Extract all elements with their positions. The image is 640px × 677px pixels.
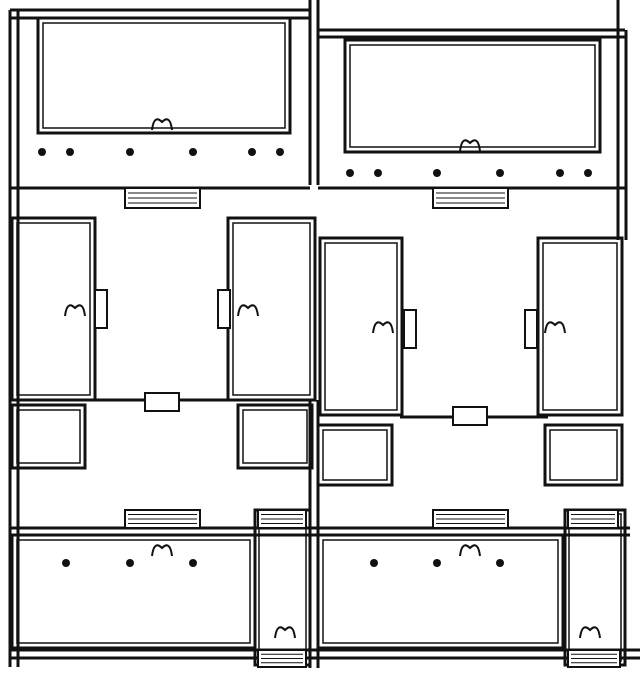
wing-room-inner — [542, 242, 618, 411]
door-leaf — [459, 544, 481, 557]
hall-bottom-right-inner — [322, 539, 559, 644]
side-door — [524, 309, 538, 349]
column — [433, 559, 441, 567]
wing-room — [318, 236, 404, 417]
hall-top-right-inner — [349, 44, 596, 148]
column — [374, 169, 382, 177]
column — [62, 559, 70, 567]
side-chamber-inner — [549, 429, 618, 481]
column — [433, 169, 441, 177]
door-leaf — [579, 626, 601, 639]
rooms — [10, 16, 627, 667]
door-leaf — [372, 321, 394, 334]
steps — [124, 187, 621, 668]
column — [126, 148, 134, 156]
column — [370, 559, 378, 567]
door-leaf — [151, 118, 173, 131]
wing-room — [226, 216, 317, 402]
side-door — [94, 289, 108, 329]
hall-top-left-inner — [42, 22, 286, 129]
side-chamber-inner — [242, 409, 308, 464]
door-leaf — [274, 626, 296, 639]
column — [346, 169, 354, 177]
gate-passage — [253, 508, 312, 667]
column — [38, 148, 46, 156]
hall-bottom-left — [10, 533, 257, 650]
column — [248, 148, 256, 156]
wing-room-inner — [232, 222, 311, 396]
column — [189, 559, 197, 567]
side-chamber — [10, 403, 87, 470]
hall-bottom-right — [316, 533, 565, 650]
side-door — [217, 289, 231, 329]
door-leaf — [64, 304, 86, 317]
door-leaf — [237, 304, 259, 317]
column — [126, 559, 134, 567]
doors — [64, 118, 601, 639]
hall-bottom-left-inner — [16, 539, 251, 644]
side-chamber-inner — [16, 409, 81, 464]
column — [496, 559, 504, 567]
side-chamber-inner — [322, 429, 388, 481]
side-chamber — [316, 423, 394, 487]
doorway — [144, 392, 180, 412]
column — [556, 169, 564, 177]
side-door — [403, 309, 417, 349]
wing-room — [536, 236, 624, 417]
doorway — [452, 406, 488, 426]
column — [496, 169, 504, 177]
wing-room-inner — [16, 222, 91, 396]
gate-passage — [563, 508, 627, 667]
column — [584, 169, 592, 177]
column — [276, 148, 284, 156]
wing-room-inner — [324, 242, 398, 411]
side-chamber — [236, 403, 314, 470]
column — [189, 148, 197, 156]
door-leaf — [459, 139, 481, 152]
column — [66, 148, 74, 156]
hall-top-right — [343, 38, 602, 154]
side-chamber — [543, 423, 624, 487]
columns — [38, 148, 592, 567]
door-leaf — [544, 321, 566, 334]
door-leaf — [151, 544, 173, 557]
hall-top-left — [36, 16, 292, 135]
